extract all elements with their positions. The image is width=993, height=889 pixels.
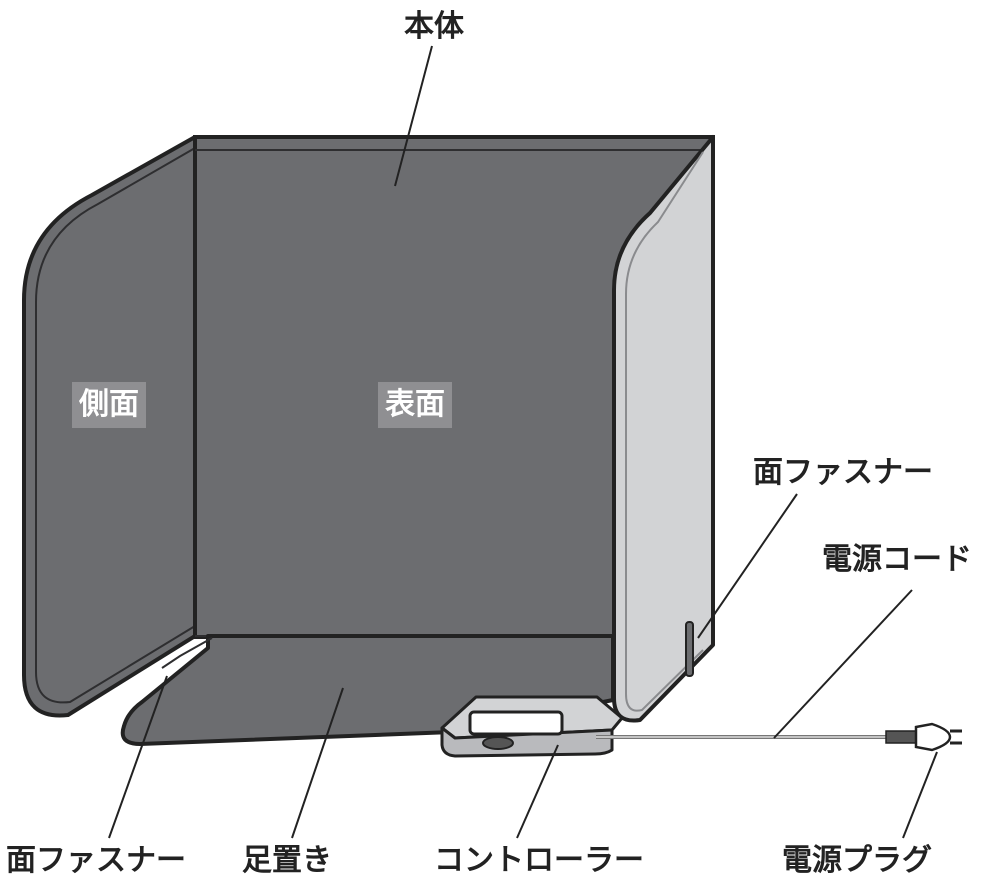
leader-power-plug xyxy=(902,751,938,839)
right-side-panel xyxy=(612,135,715,723)
label-front: 表面 xyxy=(378,382,452,428)
leader-body xyxy=(394,45,433,187)
label-fastener-left: 面ファスナー xyxy=(6,843,186,878)
footrest-fold xyxy=(161,637,213,669)
right-fastener-slot xyxy=(685,621,694,677)
label-fastener-right: 面ファスナー xyxy=(753,455,933,490)
label-power-cord: 電源コード xyxy=(822,542,972,577)
label-power-plug: 電源プラグ xyxy=(782,843,932,878)
left-panel-rim xyxy=(35,147,196,704)
leader-power-cord xyxy=(773,589,913,739)
plug-strain-relief xyxy=(885,730,917,744)
controller-display xyxy=(468,710,564,736)
leader-controller xyxy=(516,744,559,839)
leader-fastener-right xyxy=(697,493,798,639)
right-panel-rim xyxy=(625,151,704,712)
label-controller: コントローラー xyxy=(434,843,644,878)
leader-footrest xyxy=(291,687,344,839)
controller-dial xyxy=(482,736,514,750)
leader-fastener-left xyxy=(108,675,168,839)
label-body: 本体 xyxy=(404,9,464,44)
label-side: 側面 xyxy=(72,382,146,428)
plug-body xyxy=(914,722,952,752)
controller-front xyxy=(440,726,614,758)
label-footrest: 足置き xyxy=(242,843,332,878)
